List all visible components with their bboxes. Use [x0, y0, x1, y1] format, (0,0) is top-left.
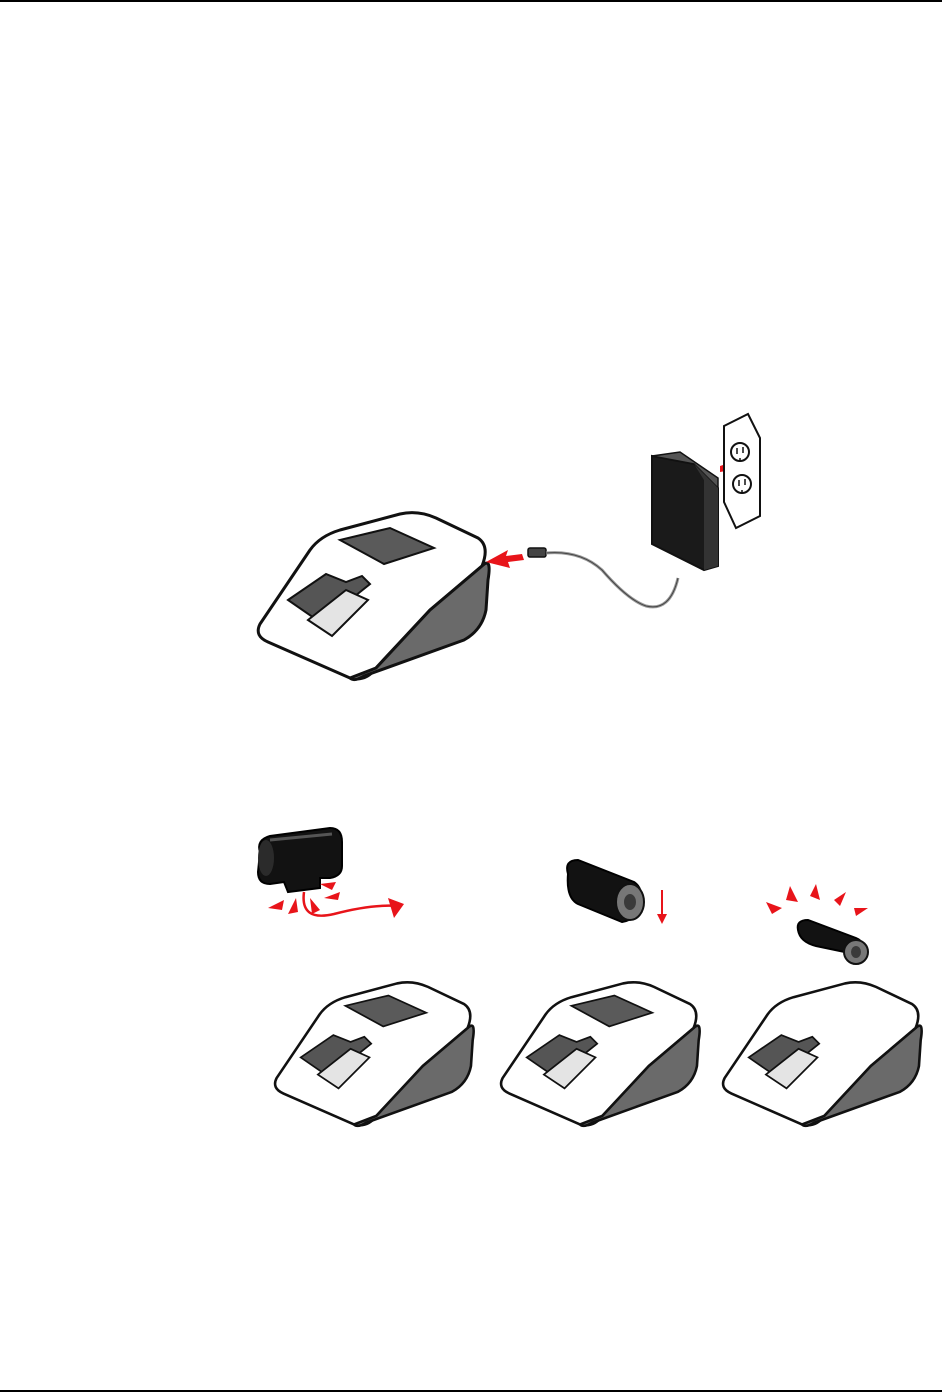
wall-outlet — [724, 414, 760, 528]
figure-2-panel-battery-removed — [248, 822, 484, 1056]
figure-2-panel-battery-aligned — [494, 854, 706, 1056]
battery — [567, 860, 644, 922]
insert-arrow-icon — [304, 892, 398, 916]
battery — [258, 828, 342, 892]
charging-cradle — [258, 513, 489, 680]
footer-rule — [0, 1390, 942, 1392]
power-adapter — [652, 452, 718, 570]
charging-cradle — [275, 982, 474, 1126]
seated-battery — [798, 920, 868, 964]
charging-cradle — [501, 982, 700, 1126]
header-rule — [0, 0, 942, 2]
power-cord — [528, 548, 678, 607]
figure-2-panel-battery-seated — [716, 872, 934, 1056]
arrow-into-cradle-icon — [486, 550, 524, 568]
click-burst-icon — [766, 884, 868, 916]
down-arrow-icon — [657, 890, 667, 924]
charging-cradle — [723, 982, 922, 1126]
figure-1-power-connection — [250, 410, 770, 690]
